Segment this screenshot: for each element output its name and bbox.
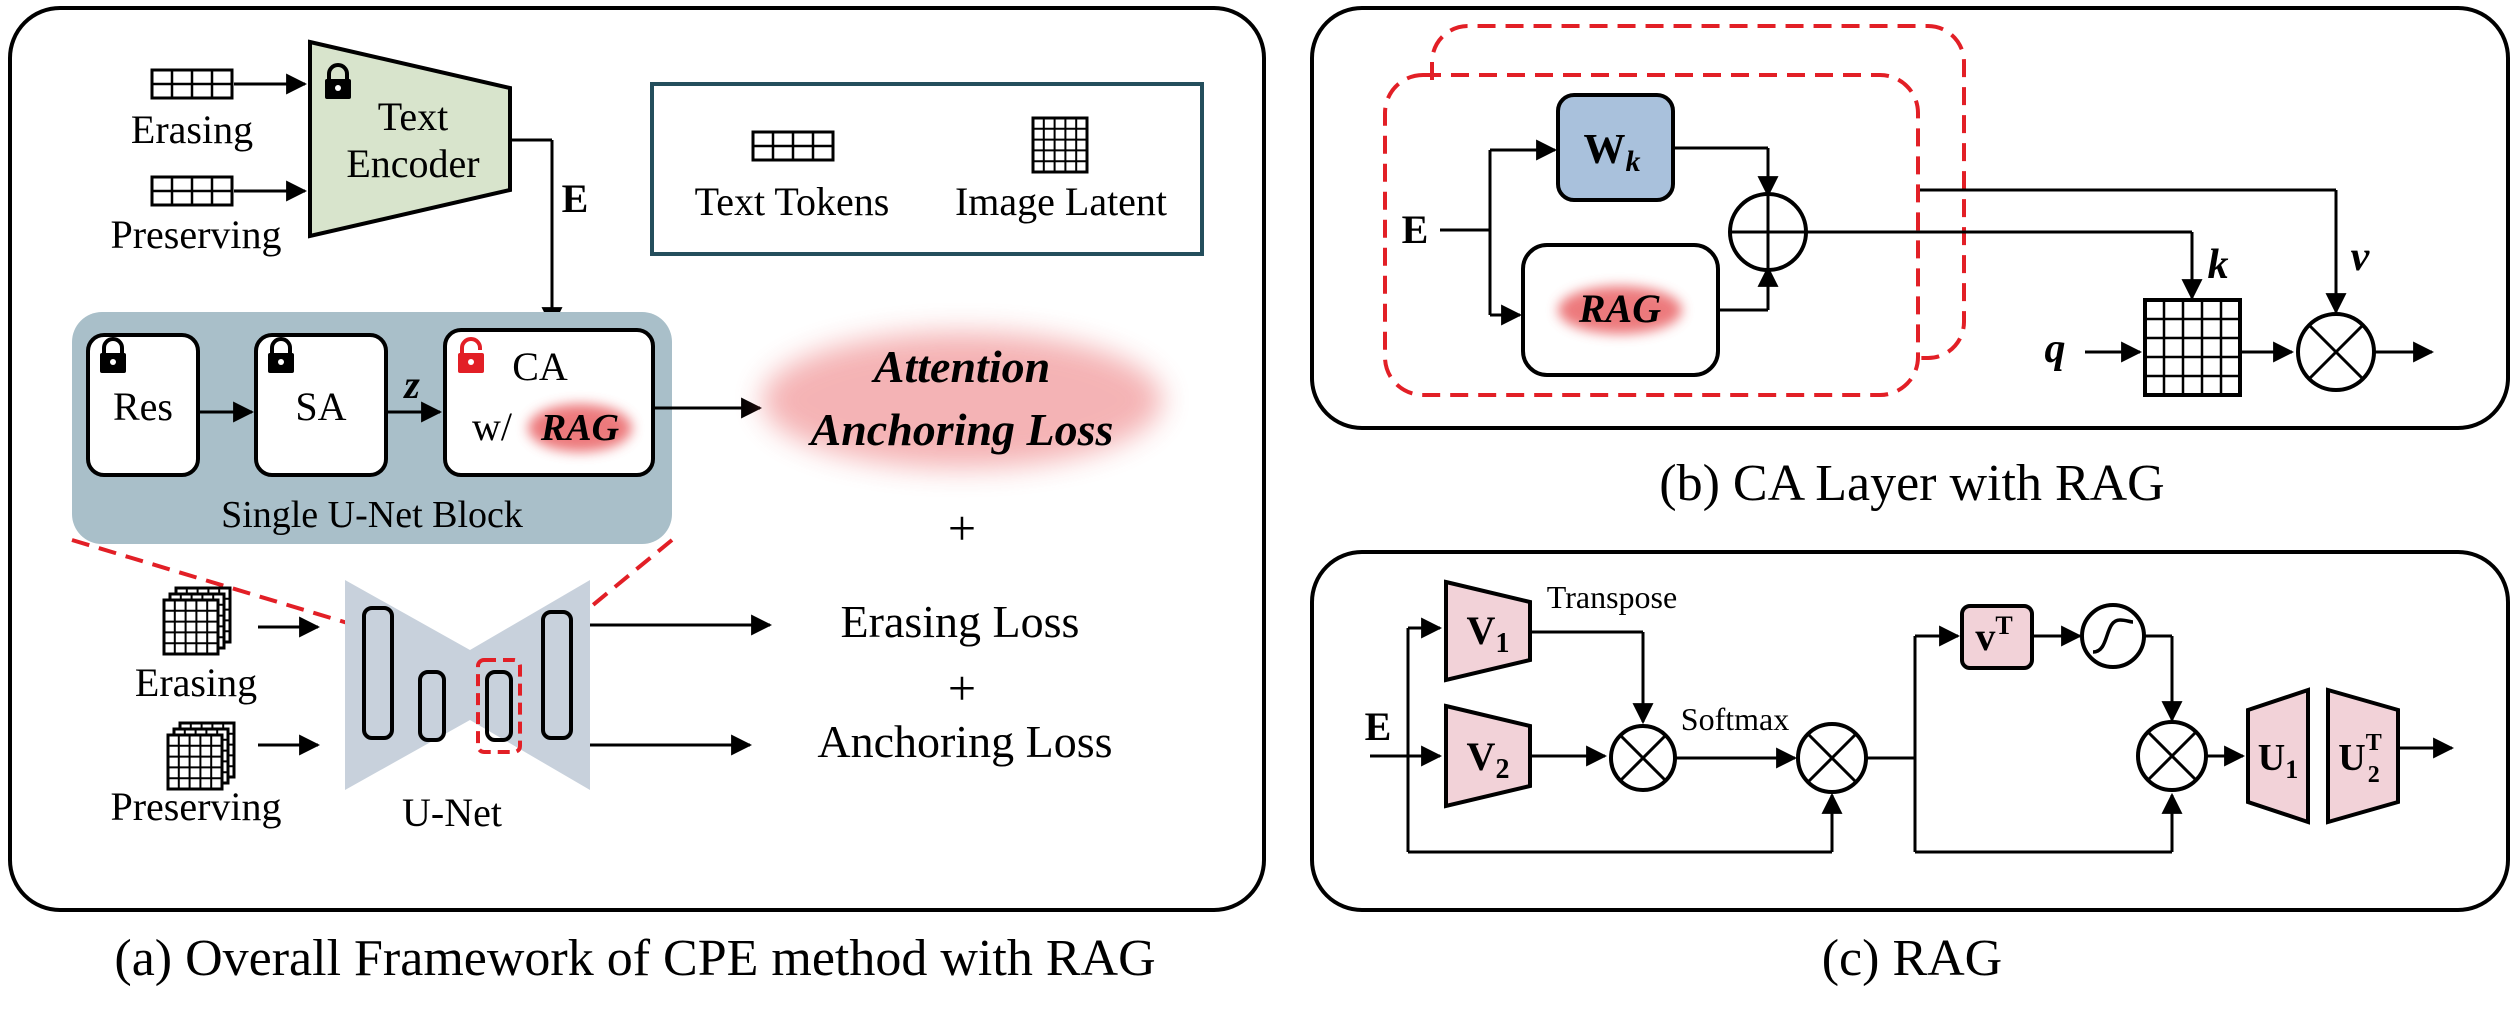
- sa-label: SA: [295, 384, 346, 429]
- z-label: z: [402, 362, 420, 407]
- image-latent-icon: [164, 588, 230, 654]
- u2t-projection: [2326, 687, 2400, 825]
- panel-c-e-label: E: [1365, 704, 1392, 749]
- rag-dashed-frame: [1383, 73, 1920, 397]
- vt-label: vT: [1975, 611, 2012, 659]
- text-encoder: [308, 39, 512, 239]
- q-label: q: [2045, 326, 2066, 372]
- text-tokens-icon: [150, 68, 234, 100]
- wk-label: Wk: [1584, 127, 1641, 178]
- panel-c: E V1 Transpose V2 Softmax vT: [1310, 550, 2510, 987]
- panel-c-caption: (c) RAG: [1822, 930, 2003, 987]
- ca-label: CA: [512, 344, 568, 389]
- res-label: Res: [113, 384, 173, 429]
- text-tokens-icon: [150, 175, 234, 207]
- softmax-label: Softmax: [1681, 701, 1789, 737]
- text-encoder-label-1: Text: [378, 94, 449, 139]
- ca-with-label: w/: [472, 404, 513, 449]
- attention-matrix-icon: [2143, 298, 2242, 397]
- image-latent-icon: [168, 723, 234, 789]
- plus-sign-1: +: [948, 500, 976, 556]
- v1-label: V1: [1467, 608, 1510, 659]
- legend-box: [650, 82, 1204, 256]
- sigmoid-icon: [2080, 603, 2146, 669]
- panel-b-caption: (b) CA Layer with RAG: [1659, 455, 2164, 512]
- single-unet-block-title: Single U-Net Block: [221, 494, 523, 536]
- panel-b: E Wk RAG k v q: [1310, 6, 2510, 512]
- input-preserving-top: Preserving: [110, 212, 281, 257]
- attention-loss-label-2: Anchoring Loss: [808, 404, 1114, 455]
- unet-label: U-Net: [402, 790, 502, 835]
- legend-image-latent: Image Latent: [955, 179, 1167, 224]
- panel-b-rag-label: RAG: [1578, 286, 1661, 331]
- rag-highlight: [528, 404, 632, 452]
- panel-a-caption: (a) Overall Framework of CPE method with…: [114, 930, 1155, 987]
- input-erasing-top: Erasing: [131, 107, 253, 152]
- v2-label: V2: [1467, 734, 1510, 785]
- text-tokens-legend-icon: [751, 130, 835, 162]
- u1-label: U1: [2258, 737, 2298, 784]
- image-latent-legend-icon: [1031, 116, 1089, 174]
- u1-projection: [2246, 687, 2310, 825]
- erasing-loss-label: Erasing Loss: [841, 596, 1080, 647]
- panel-b-rag-highlight: [1558, 286, 1682, 334]
- text-encoder-label-2: Encoder: [346, 141, 479, 186]
- transpose-label: Transpose: [1547, 579, 1677, 615]
- unet-hourglass: [345, 580, 590, 790]
- attention-loss-label-1: Attention: [871, 341, 1050, 392]
- embedding-e-label: E: [562, 176, 589, 221]
- attention-loss-highlight: [762, 332, 1162, 468]
- panel-b-e-label: E: [1402, 207, 1429, 252]
- v1-projection: [1444, 579, 1532, 683]
- ca-rag-label: RAG: [540, 407, 620, 449]
- v2-projection: [1444, 703, 1532, 809]
- anchoring-loss-label: Anchoring Loss: [817, 716, 1112, 767]
- v-label: v: [2351, 234, 2371, 280]
- k-label: k: [2208, 242, 2229, 288]
- legend-text-tokens: Text Tokens: [695, 179, 890, 224]
- input-erasing-bottom: Erasing: [135, 660, 257, 705]
- panel-c-frame: [1310, 550, 2510, 912]
- plus-sign-2: +: [948, 660, 976, 716]
- panel-a: Erasing Preserving Text Encoder E Text T…: [8, 6, 1266, 987]
- input-preserving-bottom: Preserving: [110, 784, 281, 829]
